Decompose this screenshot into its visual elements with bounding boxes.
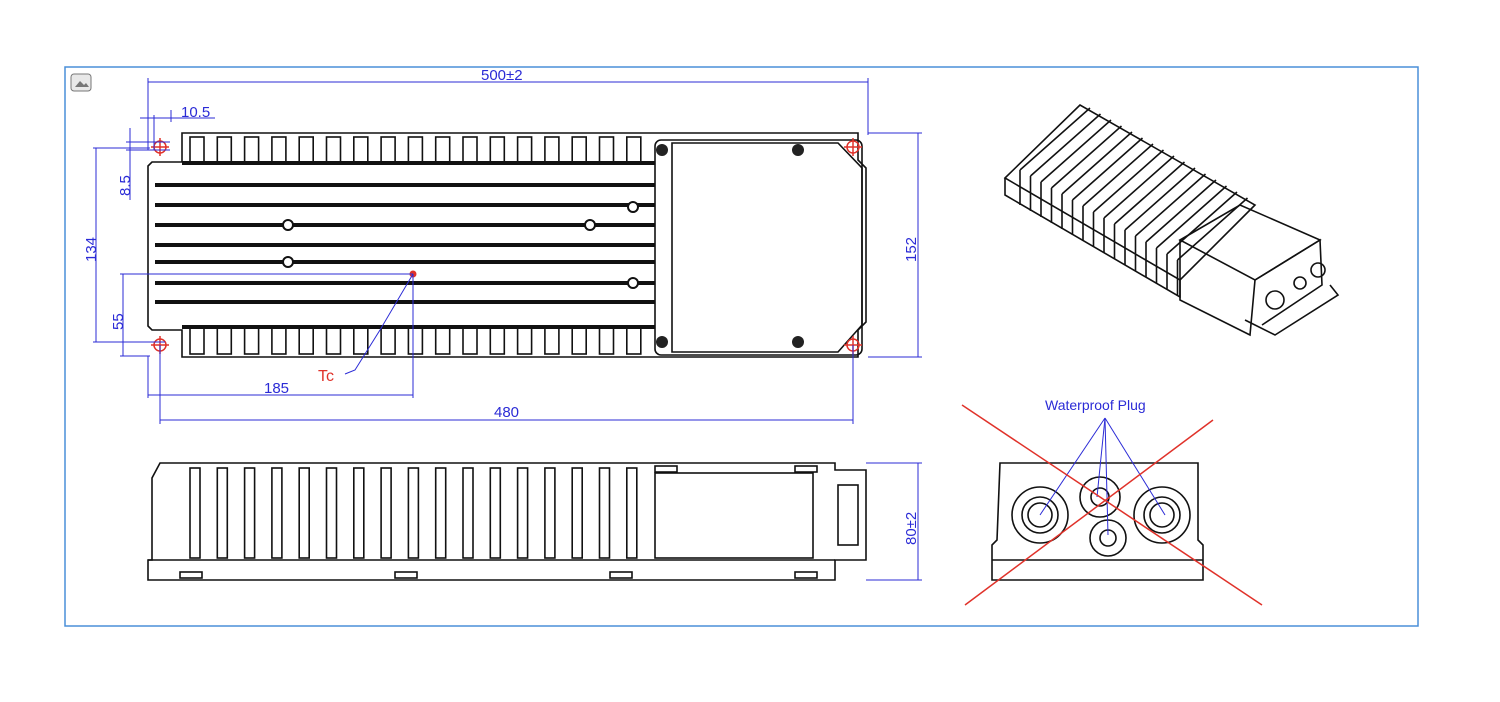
dim-tc-offset-y: 55 bbox=[110, 313, 127, 330]
screw-hole bbox=[282, 256, 294, 268]
tc-label: Tc bbox=[318, 368, 334, 385]
iso-fin bbox=[1019, 107, 1091, 205]
side-fin bbox=[462, 467, 474, 559]
dim-overall-length: 500±2 bbox=[481, 67, 523, 84]
side-fin bbox=[216, 467, 229, 559]
screw bbox=[656, 336, 668, 348]
side-fin bbox=[189, 467, 201, 559]
side-fin bbox=[352, 467, 365, 559]
mount-hole bbox=[844, 138, 862, 156]
dim-tc-offset-x: 185 bbox=[264, 380, 289, 397]
iso-fin bbox=[1145, 179, 1217, 277]
side-view: 80±2 bbox=[147, 462, 922, 581]
screw bbox=[792, 144, 804, 156]
image-icon bbox=[70, 73, 92, 92]
iso-fin bbox=[1124, 167, 1196, 265]
iso-fin bbox=[1113, 161, 1186, 259]
dim-hole-spacing-x: 480 bbox=[494, 404, 519, 421]
plug-leader-lines bbox=[1039, 417, 1166, 536]
iso-fin bbox=[1155, 185, 1228, 283]
side-fin bbox=[271, 467, 283, 559]
cross-mark-line bbox=[961, 404, 1263, 606]
side-fin bbox=[380, 467, 392, 559]
side-fin bbox=[243, 467, 256, 559]
side-fin bbox=[325, 467, 338, 559]
iso-fin bbox=[1061, 131, 1133, 229]
screw bbox=[656, 144, 668, 156]
dim-hole-offset-x: 10.5 bbox=[181, 104, 210, 121]
side-fin bbox=[434, 467, 447, 559]
iso-fin bbox=[1082, 143, 1154, 241]
side-fin bbox=[298, 467, 311, 559]
waterproof-plug-left bbox=[1011, 486, 1069, 544]
foot-slot bbox=[794, 571, 818, 579]
dimensions: 500±2 10.5 8.5 134 55 185 480 152 Tc bbox=[83, 67, 922, 424]
side-fin bbox=[544, 467, 556, 559]
dim-overall-width: 152 bbox=[903, 237, 920, 262]
iso-fin bbox=[1166, 191, 1238, 289]
iso-fin bbox=[1103, 155, 1175, 253]
cross-mark-line bbox=[964, 419, 1214, 606]
foot-slot bbox=[609, 571, 633, 579]
waterproof-plug-right bbox=[1133, 486, 1191, 544]
screw-hole bbox=[282, 219, 294, 231]
screw-hole bbox=[584, 219, 596, 231]
iso-fin bbox=[1040, 119, 1112, 217]
screw-hole bbox=[627, 277, 639, 289]
screw bbox=[792, 336, 804, 348]
iso-fin bbox=[1029, 113, 1102, 211]
iso-fin bbox=[1071, 137, 1144, 235]
isometric-view bbox=[1003, 104, 1340, 337]
side-fin bbox=[598, 467, 611, 559]
side-fin bbox=[571, 467, 584, 559]
side-fin bbox=[625, 467, 638, 559]
dim-hole-spacing-y: 134 bbox=[83, 237, 100, 262]
figure-frame bbox=[64, 66, 1419, 627]
iso-fin bbox=[1092, 149, 1165, 247]
screw-hole bbox=[627, 201, 639, 213]
dim-hole-offset-y: 8.5 bbox=[117, 175, 134, 196]
side-fin bbox=[489, 467, 502, 559]
waterproof-plug-label: Waterproof Plug bbox=[1045, 397, 1146, 413]
side-fin bbox=[516, 467, 529, 559]
foot-slot bbox=[654, 465, 678, 473]
foot-slot bbox=[394, 571, 418, 579]
iso-fin bbox=[1050, 125, 1123, 223]
iso-fin bbox=[1134, 173, 1207, 271]
front-view: Waterproof Plug bbox=[961, 397, 1263, 606]
dim-height: 80±2 bbox=[903, 512, 920, 545]
top-view bbox=[147, 132, 867, 358]
foot-slot bbox=[794, 465, 818, 473]
side-fin bbox=[407, 467, 420, 559]
foot-slot bbox=[179, 571, 203, 579]
